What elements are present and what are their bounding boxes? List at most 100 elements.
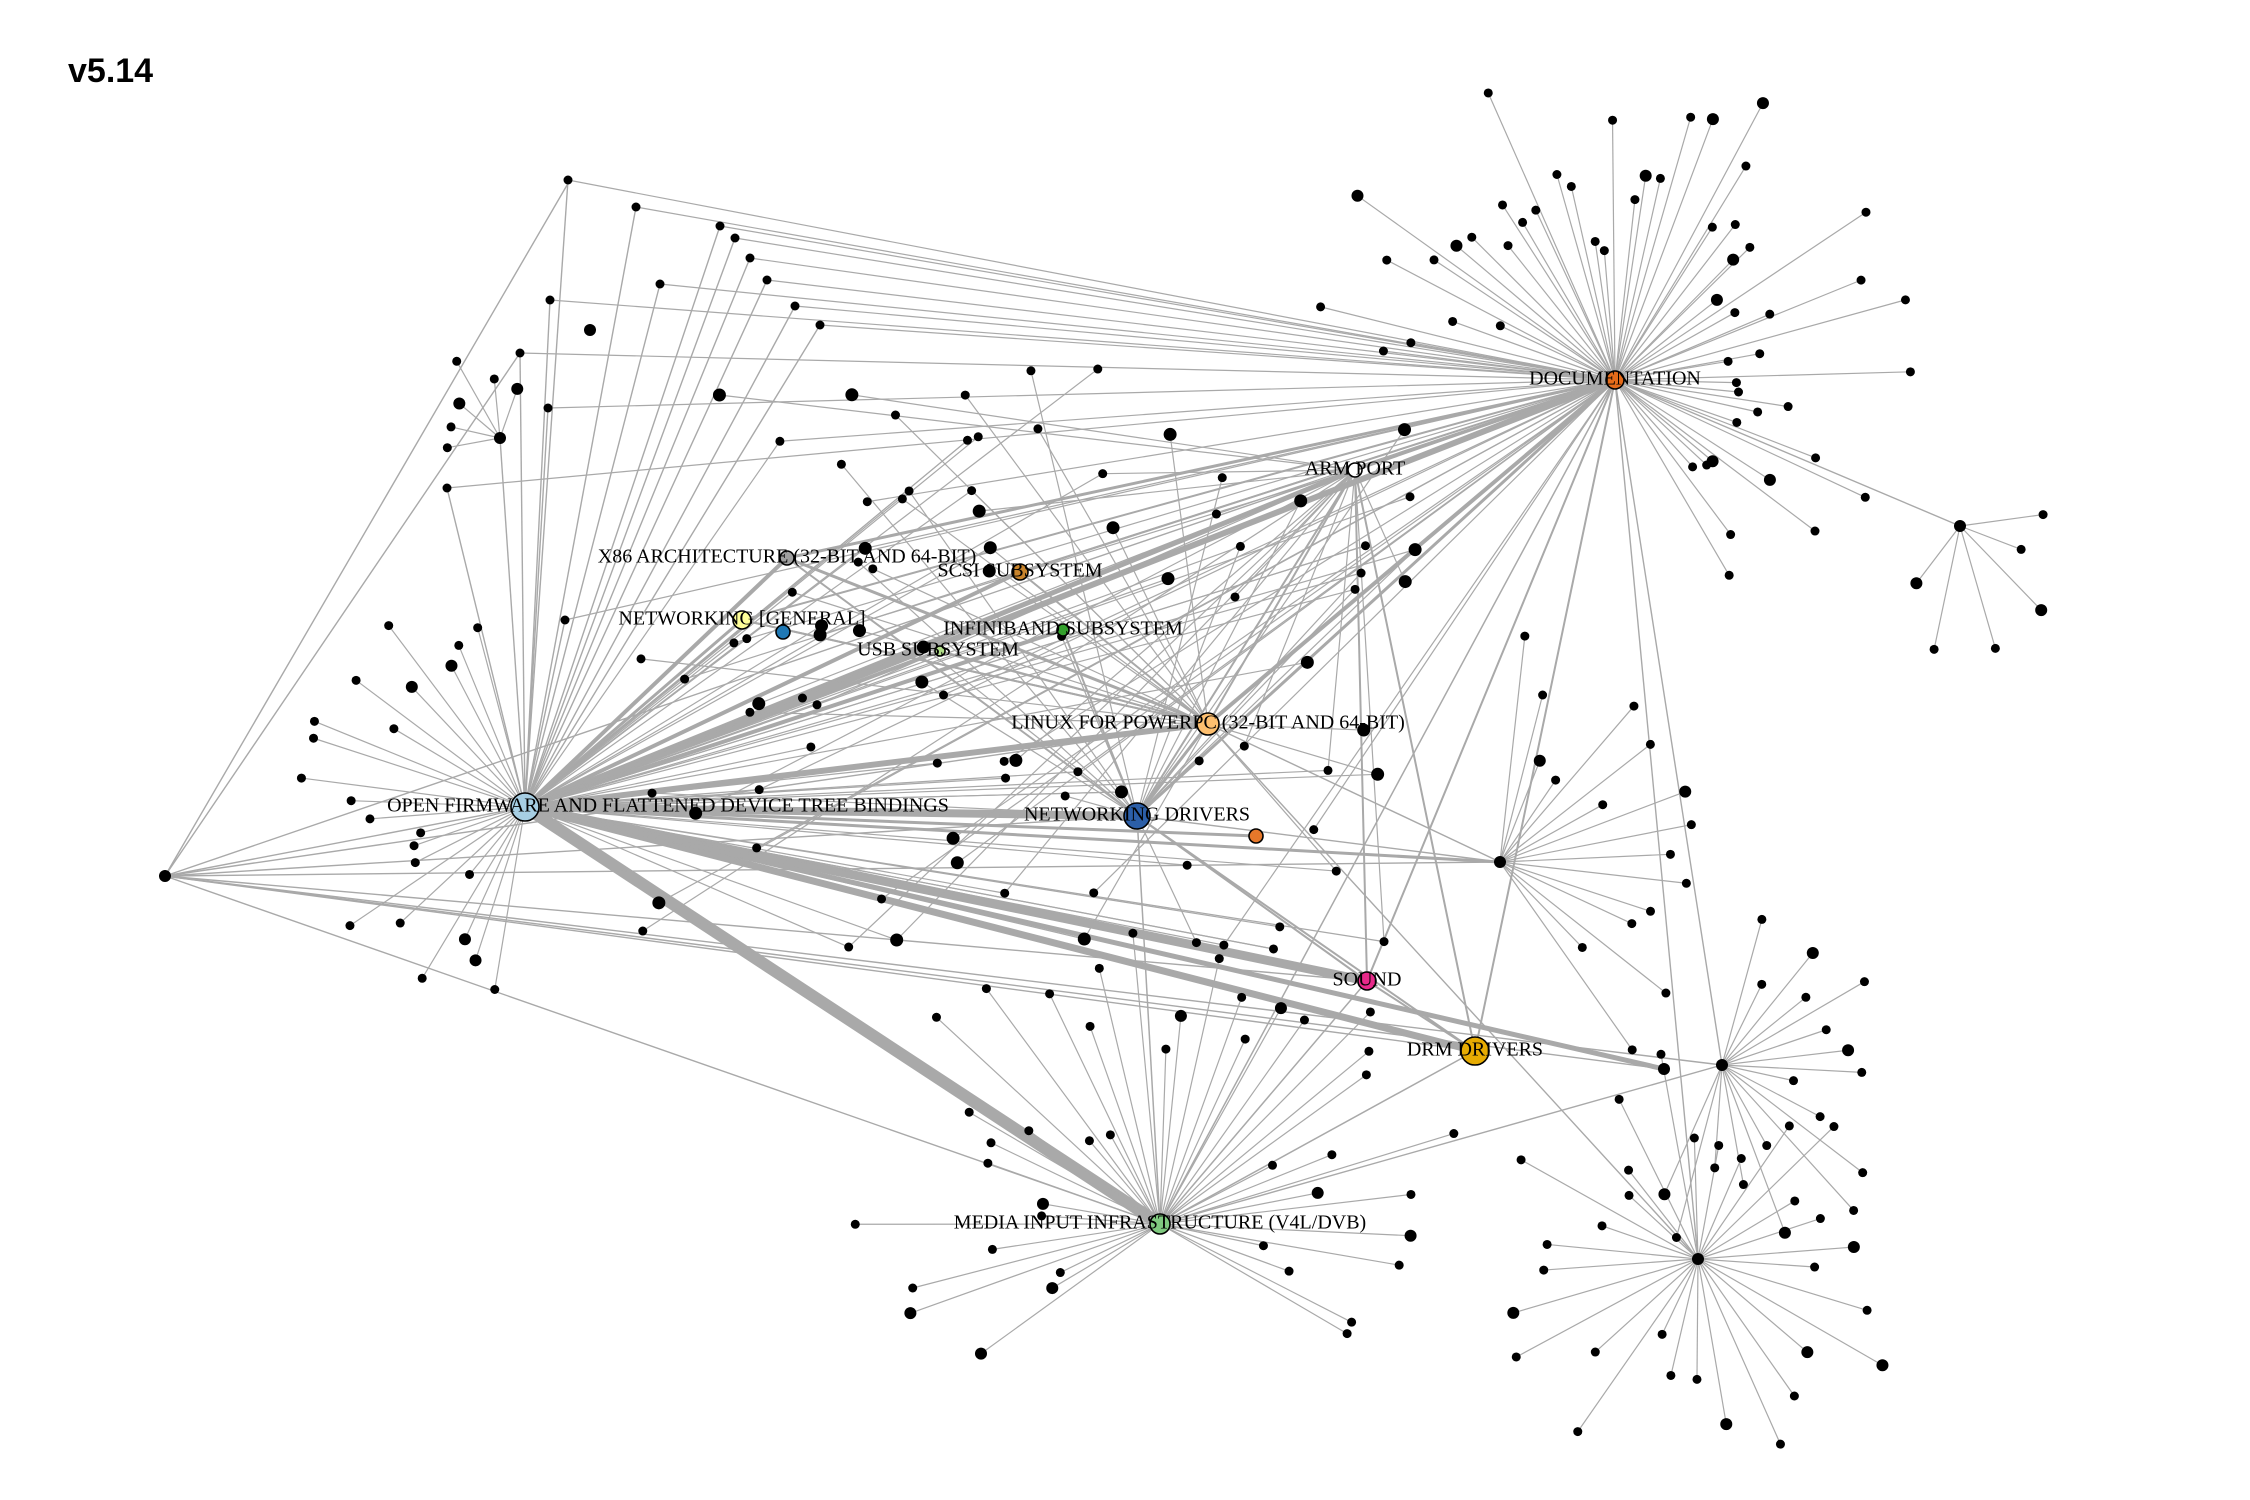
node xyxy=(1001,773,1011,783)
node-label-of: OPEN FIRMWARE AND FLATTENED DEVICE TREE … xyxy=(387,795,949,817)
node xyxy=(1511,1352,1521,1362)
edge-spoke xyxy=(447,437,501,449)
edge-spoke xyxy=(420,806,526,834)
hub-node xyxy=(1716,1059,1728,1071)
edge-spoke xyxy=(499,388,518,439)
node-media xyxy=(1149,1213,1171,1235)
node xyxy=(1267,1160,1277,1170)
node xyxy=(1706,113,1719,126)
edge-spoke xyxy=(1159,1132,1454,1225)
node xyxy=(981,984,991,994)
hub-node xyxy=(1658,1063,1670,1075)
node xyxy=(1036,1197,1049,1210)
edge-spoke xyxy=(1132,933,1161,1225)
edge-spoke xyxy=(1088,1140,1161,1225)
node xyxy=(1239,741,1249,751)
page-title: v5.14 xyxy=(68,52,154,90)
edge-interior xyxy=(1243,469,1356,747)
node xyxy=(1219,940,1229,950)
edge-spoke xyxy=(1499,779,1557,863)
edge-spoke xyxy=(1159,1154,1333,1225)
edge-spoke xyxy=(1089,1026,1161,1225)
node xyxy=(351,675,361,685)
edge-spoke xyxy=(1320,306,1616,381)
node xyxy=(1449,1129,1459,1139)
node xyxy=(1681,878,1691,888)
edge-spoke xyxy=(450,665,526,808)
edge-spoke xyxy=(413,806,526,847)
node xyxy=(309,733,319,743)
edge-interior xyxy=(524,588,1356,808)
node xyxy=(1026,366,1036,376)
edge-spoke xyxy=(1721,952,1814,1066)
node xyxy=(1105,1130,1115,1140)
node xyxy=(762,275,772,285)
node xyxy=(416,828,426,838)
node xyxy=(1161,1044,1171,1054)
edge-spoke xyxy=(1159,1193,1412,1225)
node xyxy=(1394,1260,1404,1270)
edge-spoke xyxy=(1515,1258,1699,1358)
edge-of xyxy=(524,257,751,808)
edge-interior xyxy=(1136,815,1197,943)
node xyxy=(1801,992,1811,1002)
edge-interior xyxy=(1234,469,1356,598)
node xyxy=(1211,509,1221,519)
edge-spoke xyxy=(1614,379,1816,532)
edge-interior xyxy=(524,549,1416,808)
node xyxy=(790,301,800,311)
edge-interior xyxy=(684,379,1616,680)
edge-bundle xyxy=(523,556,789,809)
edge-spoke xyxy=(474,806,526,961)
node-x86 xyxy=(779,550,795,566)
edge-interior xyxy=(524,771,1078,808)
edge-interior xyxy=(1136,588,1356,817)
node xyxy=(962,435,972,445)
node xyxy=(983,541,997,555)
node xyxy=(1671,1232,1681,1242)
edge-interior xyxy=(1112,527,1209,725)
node xyxy=(715,221,725,231)
node xyxy=(1085,1021,1095,1031)
node xyxy=(1182,860,1192,870)
node xyxy=(850,1219,860,1229)
edge-interior xyxy=(1003,379,1616,762)
edge-doc xyxy=(519,352,1616,381)
edge-spoke xyxy=(1693,1137,1699,1260)
node xyxy=(730,233,740,243)
node xyxy=(972,504,986,518)
node xyxy=(1046,1282,1059,1295)
edge-spoke xyxy=(1603,250,1616,381)
node xyxy=(1294,494,1308,508)
edge-spoke xyxy=(1697,1200,1796,1260)
node xyxy=(1194,756,1204,766)
node-label-x86: X86 ARCHITECTURE (32-BIT AND 64-BIT) xyxy=(598,546,977,568)
edge-spoke xyxy=(1959,525,2022,550)
node-arm xyxy=(1347,462,1363,478)
node xyxy=(1590,1347,1600,1357)
node xyxy=(1811,453,1821,463)
edge-spoke xyxy=(1159,1007,1282,1225)
edge-interior xyxy=(865,379,1616,549)
edge-spoke xyxy=(1159,1074,1367,1225)
node xyxy=(1859,977,1869,987)
edge-interior xyxy=(524,769,1329,808)
edge-interior xyxy=(816,469,1356,706)
node xyxy=(904,1307,917,1320)
node xyxy=(1356,568,1366,578)
node xyxy=(1741,161,1751,171)
edge-spoke xyxy=(1159,1223,1400,1266)
node xyxy=(813,628,827,642)
node xyxy=(543,403,553,413)
node xyxy=(931,1012,941,1022)
node xyxy=(845,388,859,402)
edge-interior xyxy=(524,773,1378,808)
edge-interior xyxy=(896,469,1356,941)
node xyxy=(915,675,929,689)
node xyxy=(458,933,471,946)
node xyxy=(1174,1009,1187,1022)
node xyxy=(1275,922,1285,932)
edge-hub xyxy=(1136,815,1161,1225)
node xyxy=(1077,932,1091,946)
node xyxy=(1060,791,1070,801)
